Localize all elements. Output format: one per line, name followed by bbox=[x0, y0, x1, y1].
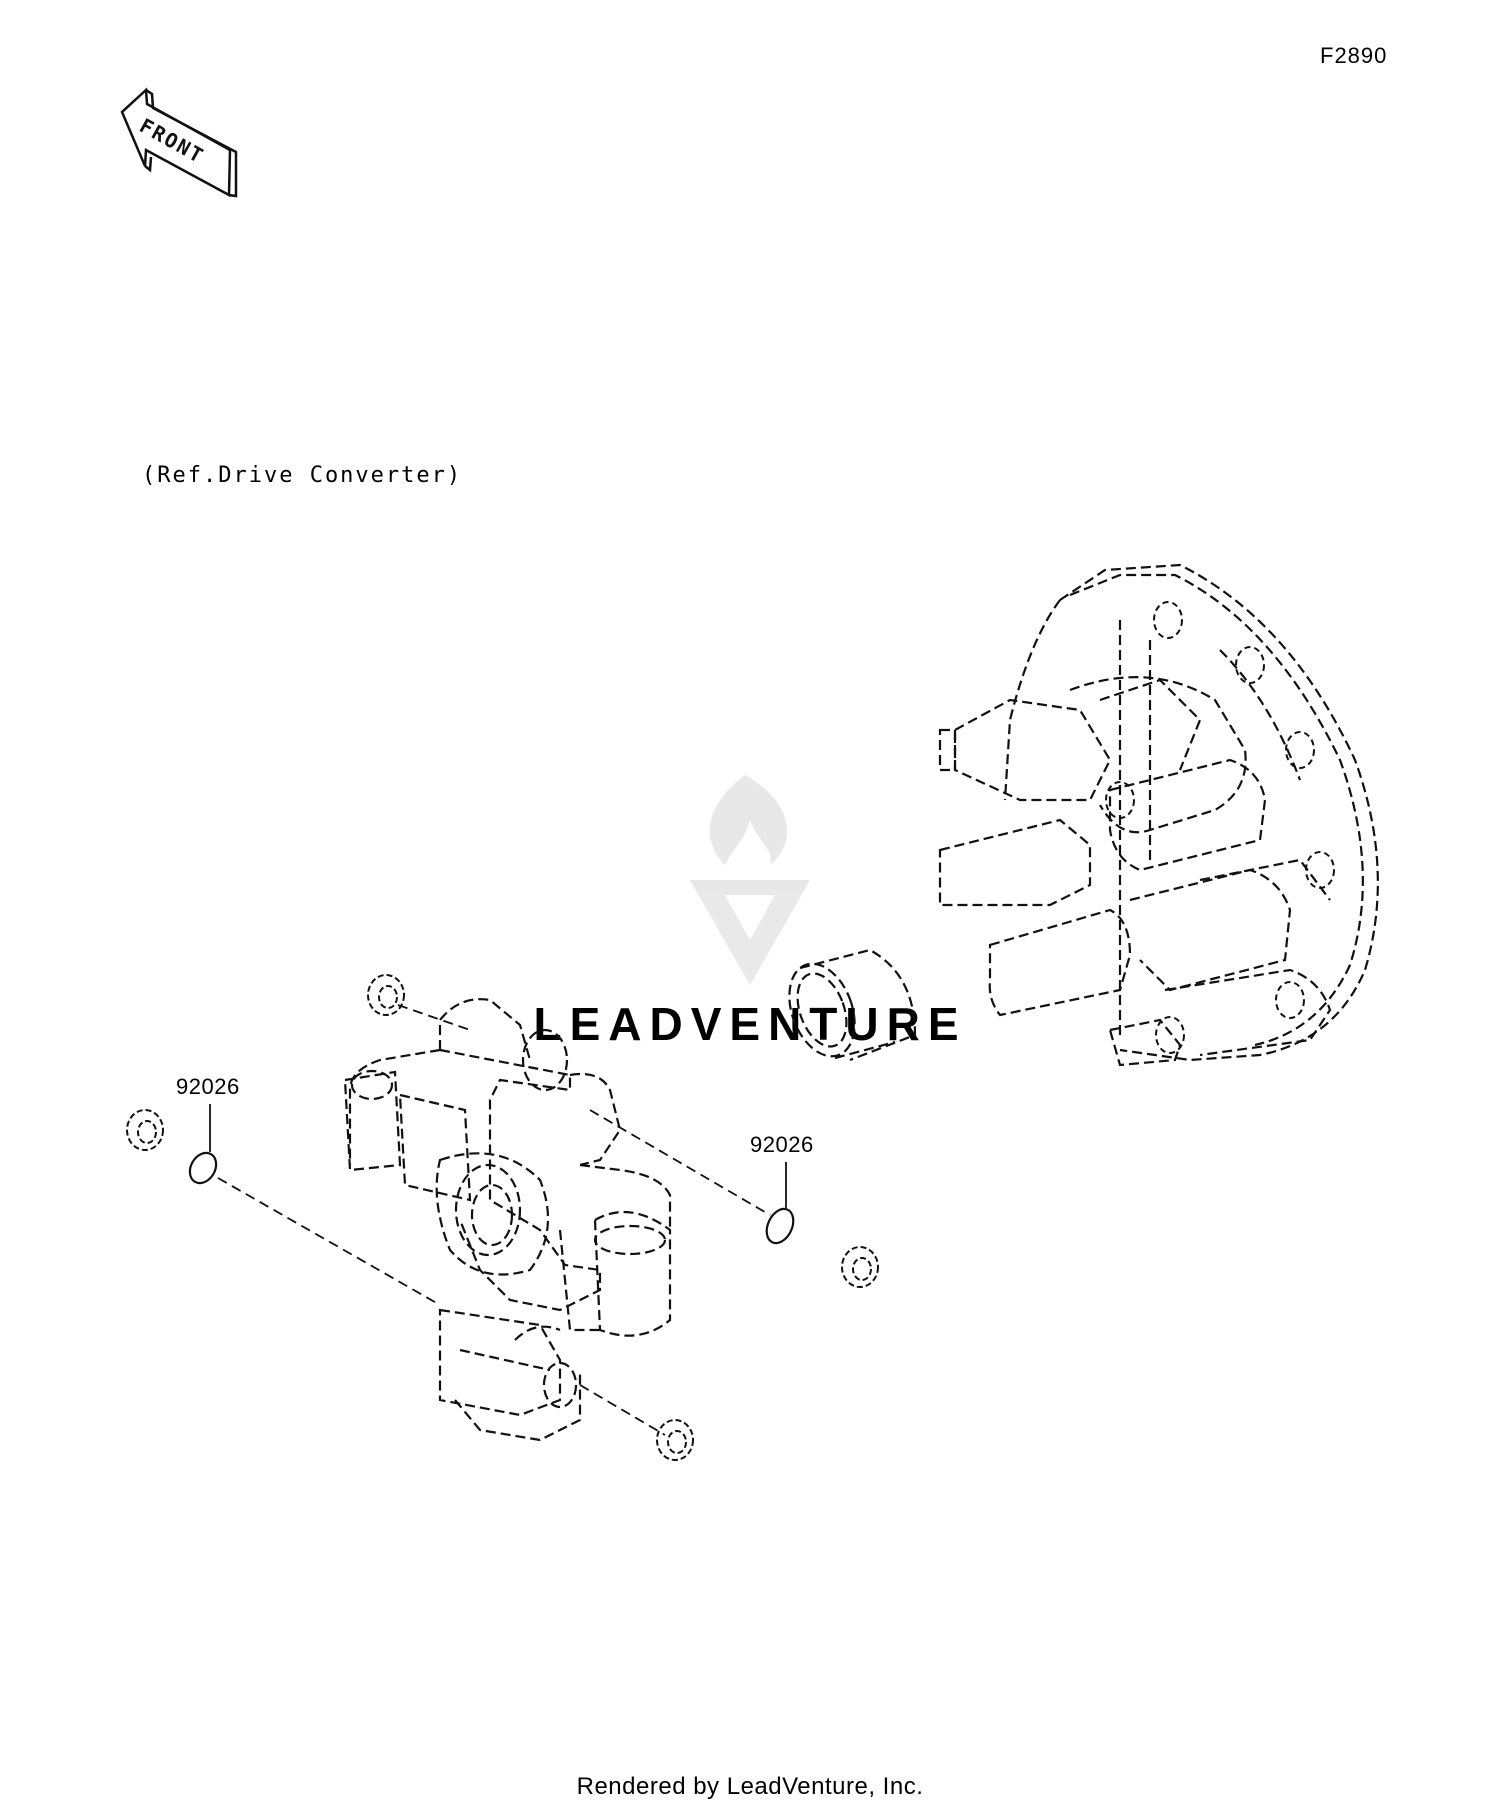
reference-note: (Ref.Drive Converter) bbox=[142, 463, 462, 488]
front-arrow-icon bbox=[120, 87, 238, 198]
leader-lines bbox=[209, 1104, 787, 1208]
o-ring-left bbox=[188, 1151, 218, 1185]
callout-part-number: 92026 bbox=[750, 1132, 814, 1157]
nut-upper bbox=[367, 974, 405, 1016]
collar-bushing bbox=[788, 948, 917, 1062]
bracket-support bbox=[343, 998, 672, 1442]
callout-part-number: 92026 bbox=[176, 1074, 240, 1099]
housing-bolt-holes bbox=[1105, 601, 1335, 1054]
drive-converter-housing bbox=[938, 563, 1379, 1067]
figure-code: F2890 bbox=[1320, 43, 1387, 68]
watermark-logo bbox=[690, 775, 810, 985]
nut-lower bbox=[656, 1419, 694, 1461]
assembly-lines bbox=[217, 1004, 771, 1436]
nut-right bbox=[841, 1246, 879, 1288]
o-ring-right bbox=[765, 1207, 795, 1245]
nut-left bbox=[126, 1109, 164, 1151]
watermark-text: LEADVENTURE bbox=[533, 998, 966, 1050]
footer-credit: Rendered by LeadVenture, Inc. bbox=[577, 1773, 924, 1800]
